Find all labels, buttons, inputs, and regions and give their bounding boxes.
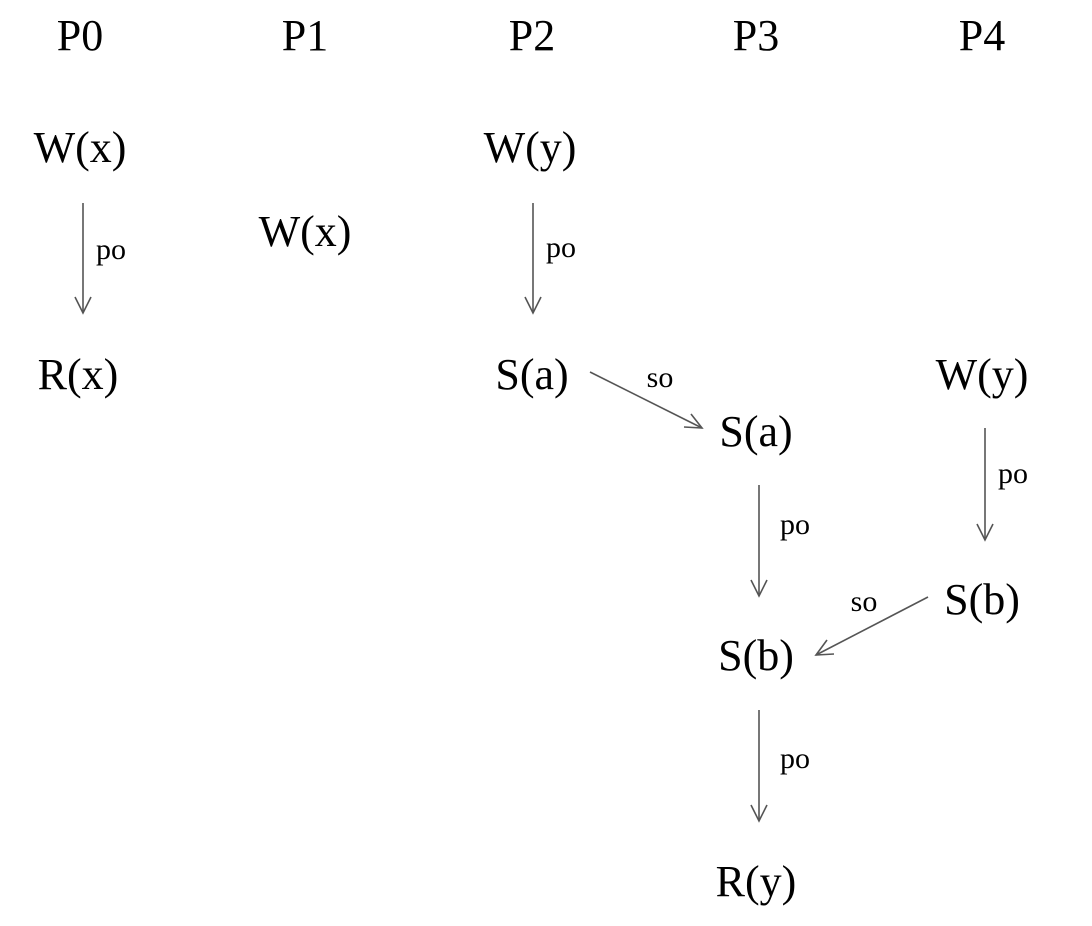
- event-p4-write-y: W(y): [935, 350, 1029, 399]
- edge-label-p3-po-1: po: [780, 508, 810, 541]
- process-header-p4: P4: [958, 11, 1006, 60]
- edge-p4-p3-so-arrow: [814, 596, 929, 656]
- edge-p0-po-arrow: [74, 203, 92, 315]
- process-header-p1: P1: [281, 11, 329, 60]
- edge-label-p4-p3-so: so: [850, 585, 878, 618]
- event-p3-sync-b: S(b): [718, 631, 794, 680]
- edge-p2-p3-so-arrow: [589, 371, 704, 429]
- edge-p4-po-arrow: [976, 428, 994, 542]
- process-header-p2: P2: [508, 11, 556, 60]
- event-p2-sync-a: S(a): [495, 350, 569, 399]
- event-p0-write-x: W(x): [33, 123, 127, 172]
- edge-label-p2-p3-so: so: [646, 361, 674, 394]
- process-header-p3: P3: [732, 11, 780, 60]
- edge-label-p3-po-2: po: [780, 742, 810, 775]
- event-p3-read-y: R(y): [715, 857, 797, 906]
- edge-label-p4-po: po: [998, 457, 1028, 490]
- event-p2-write-y: W(y): [483, 123, 577, 172]
- edge-label-p0-po: po: [96, 233, 126, 266]
- event-p4-sync-b: S(b): [944, 575, 1020, 624]
- event-p0-read-x: R(x): [37, 350, 119, 399]
- edge-label-p2-po: po: [546, 231, 576, 264]
- edge-p2-po-arrow: [524, 203, 542, 315]
- event-p1-write-x: W(x): [258, 207, 352, 256]
- edge-p3-po-arrow-2: [750, 710, 768, 823]
- event-p3-sync-a: S(a): [719, 407, 793, 456]
- process-header-p0: P0: [56, 11, 104, 60]
- edge-p3-po-arrow-1: [750, 485, 768, 598]
